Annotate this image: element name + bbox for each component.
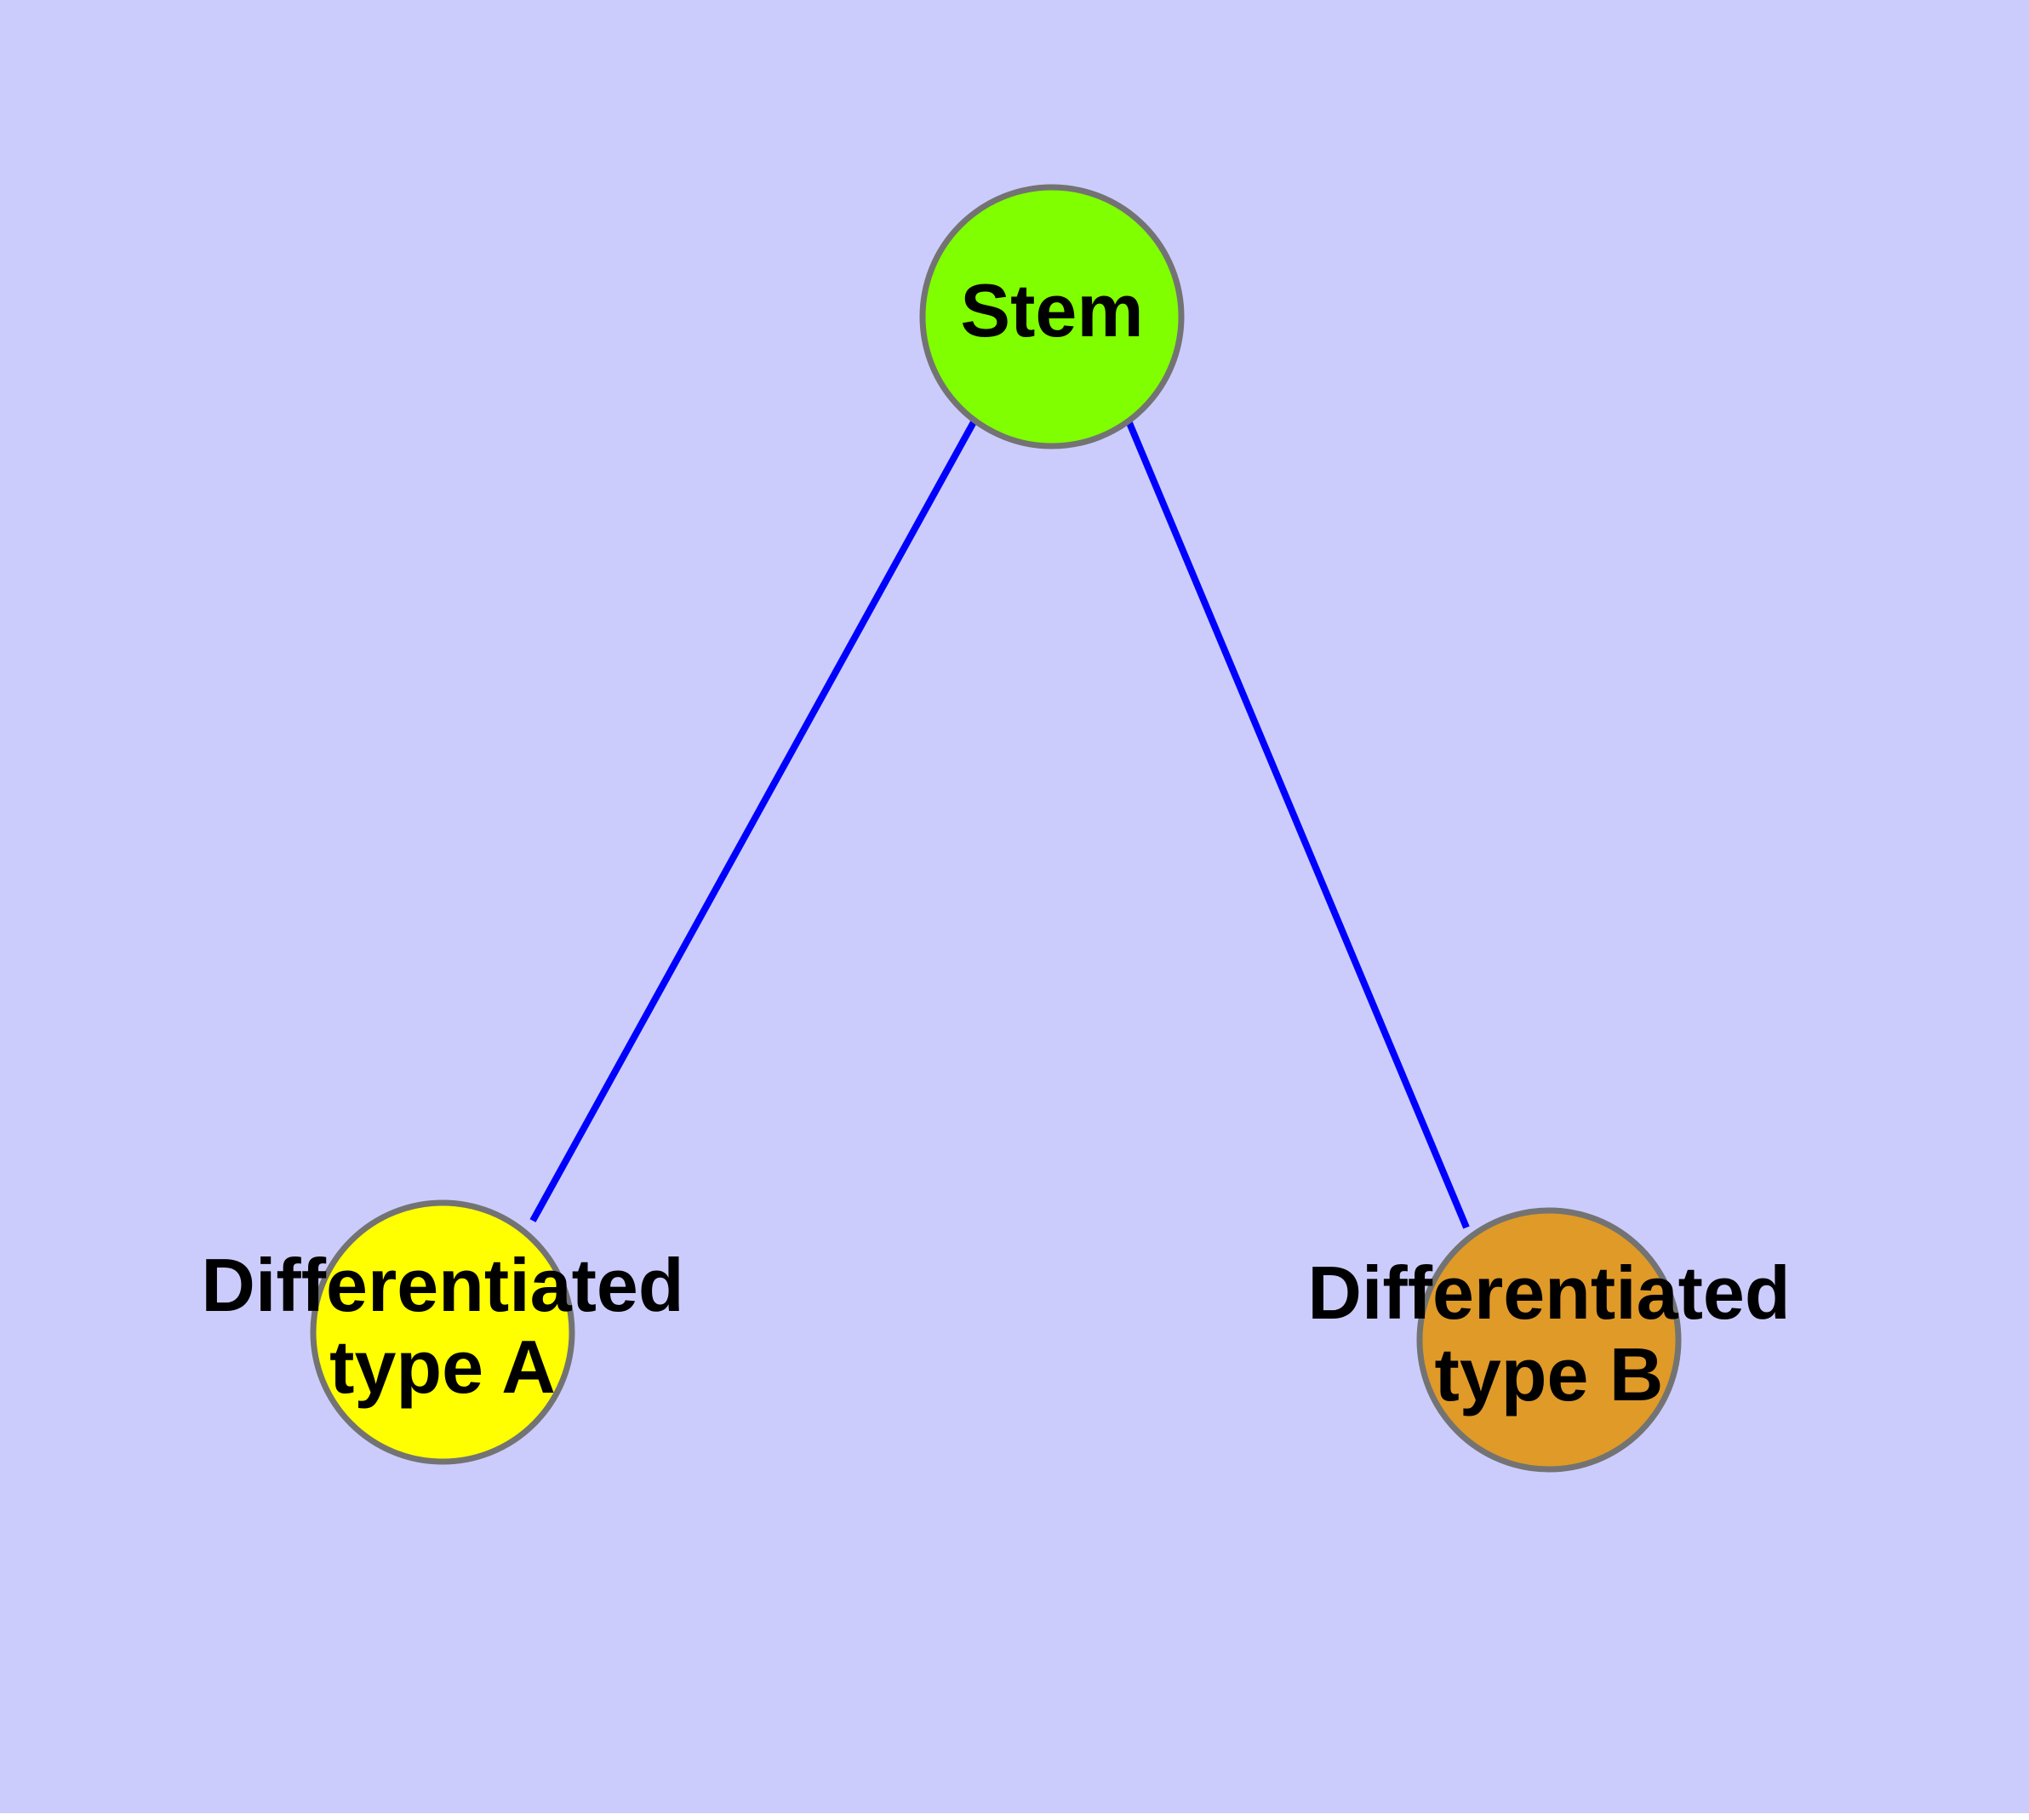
edge-stem-diff-a[interactable] [529, 419, 978, 1222]
label-line: type A [329, 1325, 556, 1409]
label-line: Differentiated [1307, 1251, 1790, 1335]
edges-layer [529, 417, 1470, 1229]
node-label-stem: Stem [960, 268, 1143, 352]
edge-stem-diff-b[interactable] [1124, 417, 1470, 1229]
label-line: Stem [960, 268, 1143, 352]
node-diff_b[interactable] [1416, 1207, 1682, 1473]
node-diff_a[interactable] [310, 1199, 575, 1465]
label-line: type B [1435, 1332, 1664, 1417]
nodes-layer [310, 184, 1682, 1473]
node-stem[interactable] [919, 184, 1185, 449]
label-line: Differentiated [201, 1243, 683, 1327]
